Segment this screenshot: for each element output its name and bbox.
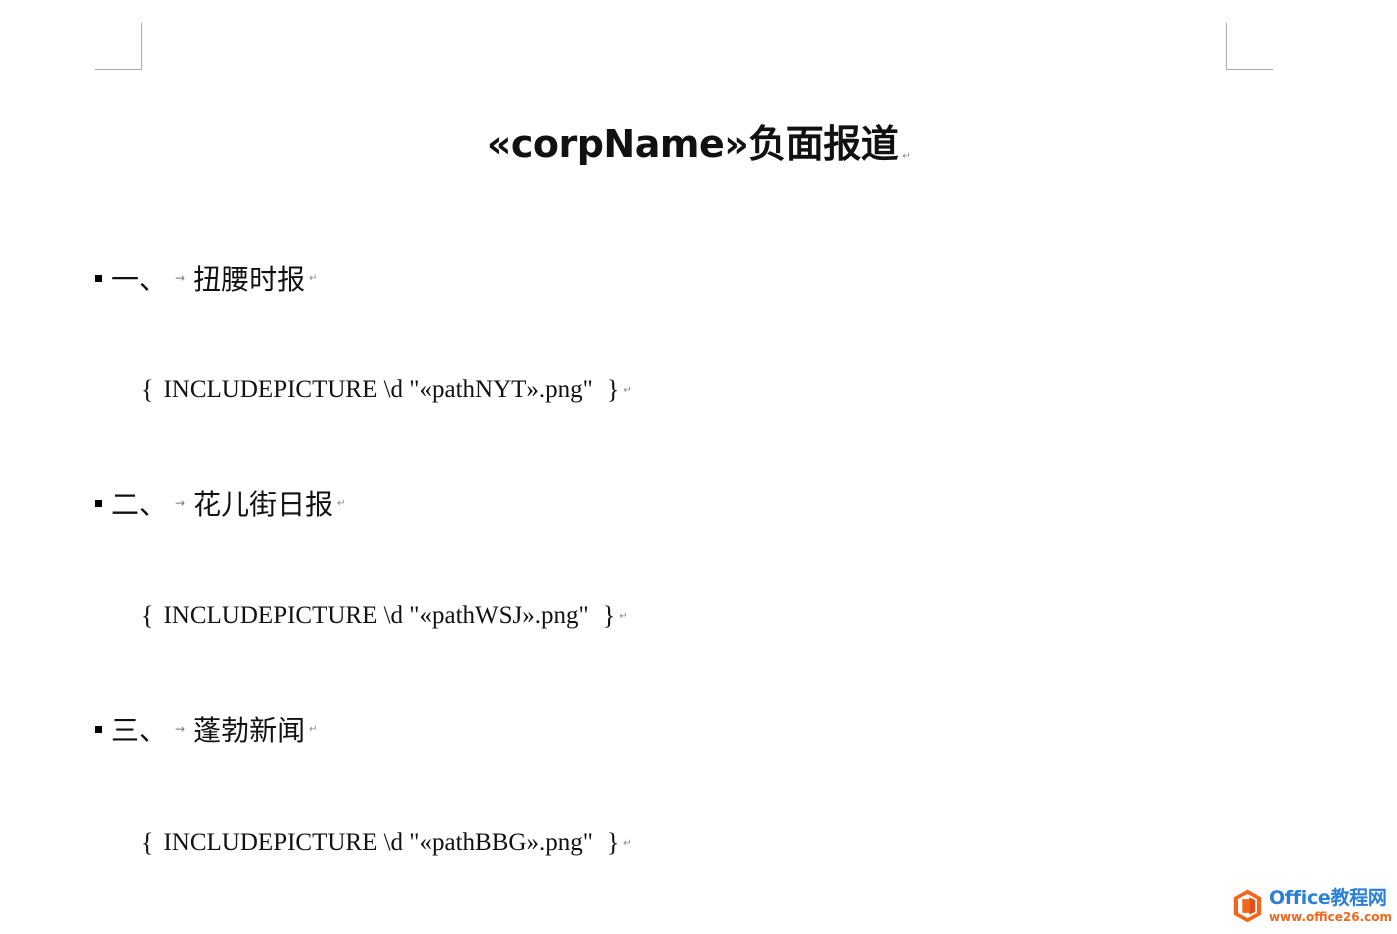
section-number: 一、: [111, 263, 168, 296]
tab-mark: →: [175, 496, 186, 510]
paragraph-mark: ↵: [619, 610, 628, 622]
field-open-brace: {: [141, 601, 154, 630]
field-code-line-2[interactable]: { INCLUDEPICTURE \d "«pathWSJ».png" } ↵: [141, 599, 628, 633]
section-heading-3[interactable]: 三、 → 蓬勃新闻 ↵: [95, 709, 317, 749]
crop-mark-top-right-horizontal: [1226, 69, 1273, 70]
paragraph-mark: ↵: [337, 497, 346, 509]
field-code-text: INCLUDEPICTURE \d "«pathNYT».png": [163, 376, 593, 403]
document-title[interactable]: «corpName»负面报道↵: [0, 118, 1397, 183]
tab-mark: →: [175, 271, 186, 285]
list-bullet-icon: [95, 725, 102, 733]
section-number: 二、: [111, 488, 168, 521]
paragraph-mark: ↵: [902, 151, 911, 162]
section-heading-2[interactable]: 二、 → 花儿街日报 ↵: [95, 483, 345, 523]
office-logo-icon: [1233, 889, 1262, 923]
list-bullet-icon: [95, 274, 102, 282]
document-title-text: «corpName»负面报道: [486, 122, 899, 166]
field-open-brace: {: [141, 828, 154, 857]
field-code-text: INCLUDEPICTURE \d "«pathWSJ».png": [163, 602, 589, 629]
paragraph-mark: ↵: [623, 384, 632, 396]
field-close-brace: }: [602, 601, 616, 630]
paragraph-mark: ↵: [623, 837, 632, 849]
field-code-text: INCLUDEPICTURE \d "«pathBBG».png": [163, 829, 593, 856]
watermark-url: www.office26.com: [1268, 910, 1392, 924]
tab-mark: →: [175, 722, 186, 736]
section-heading-1[interactable]: 一、 → 扭腰时报 ↵: [95, 258, 317, 298]
field-code-line-3[interactable]: { INCLUDEPICTURE \d "«pathBBG».png" } ↵: [141, 826, 632, 860]
paragraph-mark: ↵: [309, 723, 318, 735]
paragraph-mark: ↵: [309, 272, 318, 284]
watermark-name: Office教程网: [1268, 887, 1387, 909]
section-heading-text: 花儿街日报: [193, 488, 334, 521]
field-close-brace: }: [606, 375, 620, 404]
section-heading-text: 蓬勃新闻: [193, 714, 306, 747]
section-number: 三、: [111, 714, 168, 747]
field-open-brace: {: [141, 375, 154, 404]
watermark-logo: Office教程网 www.office26.com: [1232, 883, 1392, 929]
section-heading-text: 扭腰时报: [193, 263, 306, 296]
field-code-line-1[interactable]: { INCLUDEPICTURE \d "«pathNYT».png" } ↵: [141, 373, 632, 407]
list-bullet-icon: [95, 499, 102, 507]
crop-mark-top-right-vertical: [1226, 23, 1227, 70]
crop-mark-top-left-vertical: [141, 23, 142, 70]
field-close-brace: }: [606, 828, 620, 857]
crop-mark-top-left-horizontal: [95, 69, 142, 70]
